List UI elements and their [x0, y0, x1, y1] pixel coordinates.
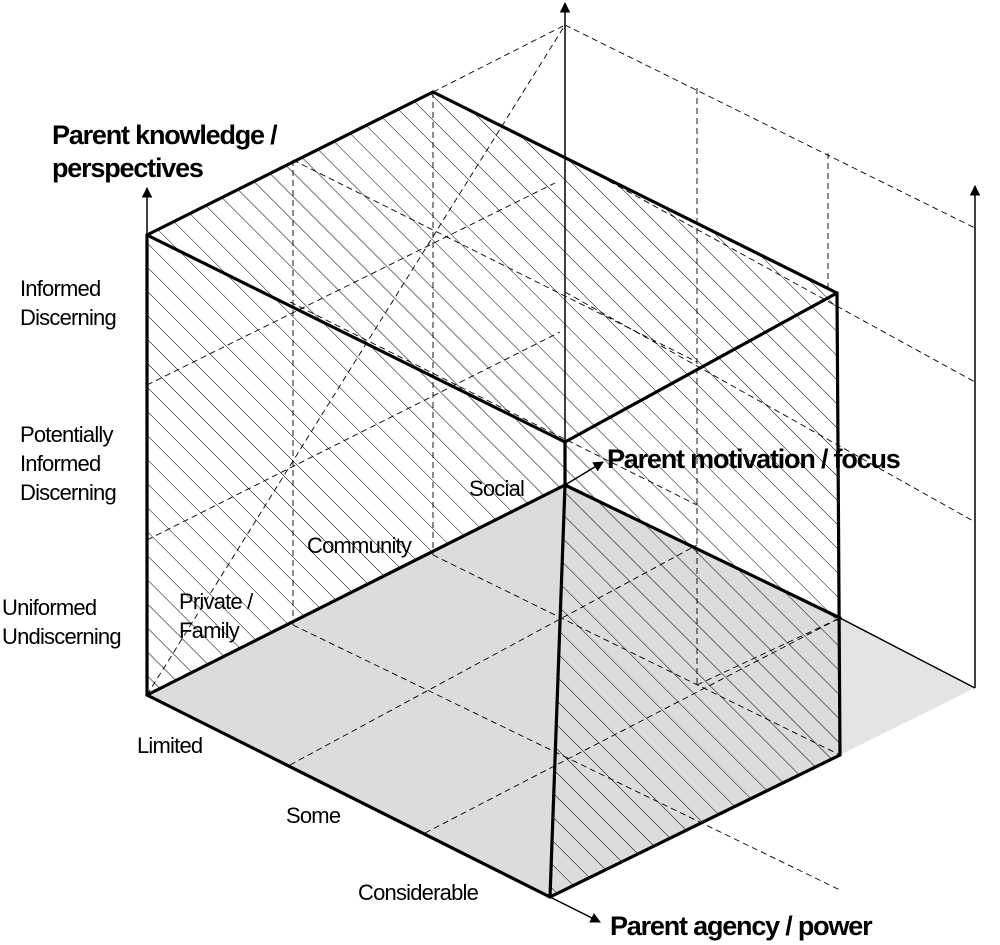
- knowledge-level-informed-line1: Informed: [20, 276, 100, 301]
- knowledge-level-potentially-line1: Potentially: [20, 422, 114, 447]
- knowledge-level-potentially-line2: Informed: [20, 451, 100, 476]
- dashed-guide-lines: [146, 24, 976, 891]
- knowledge-level-potentially-informed: Potentially Informed Discerning: [20, 422, 118, 505]
- knowledge-level-uniformed-line1: Uniformed: [2, 595, 96, 620]
- motivation-level-private-line2: Family: [179, 618, 240, 643]
- knowledge-level-informed-line2: Discerning: [20, 305, 116, 330]
- agency-axis-title: Parent agency / power: [610, 911, 873, 941]
- motivation-axis-title: Parent motivation / focus: [607, 444, 900, 474]
- motivation-level-social: Social: [469, 476, 524, 501]
- agency-level-considerable: Considerable: [358, 880, 479, 905]
- hatched-top-face: [147, 92, 837, 442]
- knowledge-level-uniformed: Uniformed Undiscerning: [2, 595, 121, 649]
- hatched-right-face: [550, 293, 840, 897]
- motivation-level-private-family: Private / Family: [179, 589, 258, 643]
- knowledge-axis-title-line1: Parent knowledge /: [52, 120, 278, 150]
- knowledge-axis-title: Parent knowledge / perspectives: [52, 120, 283, 183]
- motivation-axis-arrow: [564, 461, 604, 486]
- motivation-level-community: Community: [307, 533, 412, 558]
- agency-axis-arrow: [549, 896, 601, 923]
- knowledge-axis-title-line2: perspectives: [52, 153, 203, 183]
- hatched-left-face: [147, 235, 565, 695]
- agency-level-some: Some: [286, 803, 341, 828]
- knowledge-level-informed: Informed Discerning: [20, 276, 116, 330]
- right-base-line: [839, 617, 976, 689]
- knowledge-level-uniformed-line2: Undiscerning: [2, 624, 121, 649]
- motivation-level-private-line1: Private /: [179, 589, 254, 614]
- right-floor-panel: [840, 618, 975, 755]
- agency-level-limited: Limited: [137, 733, 202, 758]
- knowledge-level-potentially-line3: Discerning: [20, 480, 116, 505]
